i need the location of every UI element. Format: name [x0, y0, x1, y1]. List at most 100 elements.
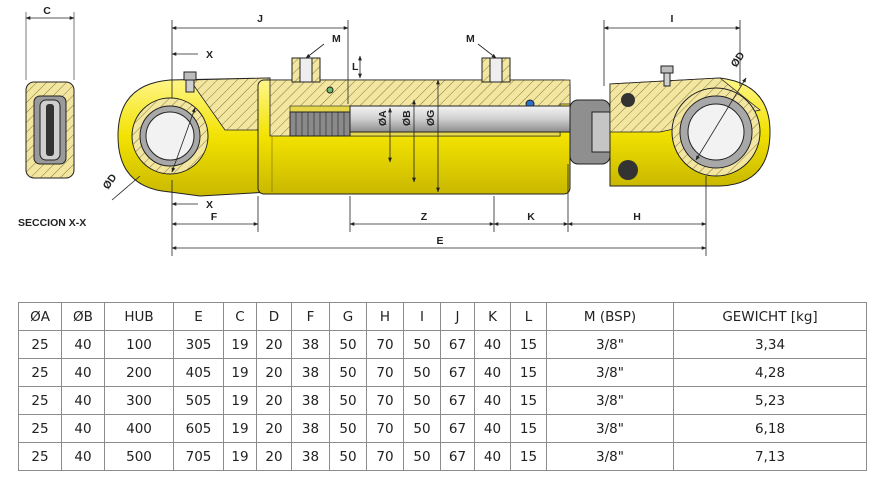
- cell-j: 67: [440, 442, 475, 471]
- col-header-j: J: [440, 302, 475, 331]
- dim-c-label: C: [43, 5, 51, 17]
- cell-l: 15: [510, 414, 547, 443]
- cell-i: 50: [403, 358, 441, 387]
- cell-k: 40: [474, 414, 511, 443]
- cell-e: 405: [173, 358, 224, 387]
- cell-c: 19: [223, 442, 257, 471]
- spec-table: ØA ØB HUB E C D F G H I J K L M (BSP) GE…: [18, 302, 867, 471]
- dim-g-label: ØG: [425, 110, 437, 126]
- cell-e: 605: [173, 414, 224, 443]
- col-header-i: I: [403, 302, 441, 331]
- cell-g: 50: [329, 414, 367, 443]
- cell-d: 20: [256, 442, 292, 471]
- cell-e: 505: [173, 386, 224, 415]
- cell-hub: 300: [104, 386, 174, 415]
- cell-f: 38: [291, 386, 330, 415]
- cell-dia-a: 25: [18, 330, 62, 359]
- col-header-c: C: [223, 302, 257, 331]
- cell-hub: 200: [104, 358, 174, 387]
- dim-d-left-label: ØD: [101, 172, 120, 192]
- dimension-lines: [171, 20, 741, 256]
- cell-e: 705: [173, 442, 224, 471]
- dim-m-right-label: M: [466, 33, 475, 45]
- cell-c: 19: [223, 330, 257, 359]
- cell-dia-b: 40: [61, 330, 105, 359]
- dim-z-label: Z: [421, 211, 428, 223]
- cell-h: 70: [366, 442, 404, 471]
- section-view: C SECCION X-X: [18, 5, 86, 229]
- cell-k: 40: [474, 386, 511, 415]
- cell-l: 15: [510, 358, 547, 387]
- col-header-dia-a: ØA: [18, 302, 62, 331]
- cell-c: 19: [223, 358, 257, 387]
- col-header-d: D: [256, 302, 292, 331]
- cell-j: 67: [440, 358, 475, 387]
- cell-weight: 6,18: [673, 414, 867, 443]
- col-header-l: L: [510, 302, 547, 331]
- cell-dia-a: 25: [18, 442, 62, 471]
- cell-m-bsp: 3/8": [546, 414, 674, 443]
- section-x-top-label: X: [206, 49, 213, 61]
- cell-dia-b: 40: [61, 358, 105, 387]
- cell-j: 67: [440, 330, 475, 359]
- cell-g: 50: [329, 330, 367, 359]
- col-header-m-bsp: M (BSP): [546, 302, 674, 331]
- cell-dia-a: 25: [18, 386, 62, 415]
- cell-hub: 500: [104, 442, 174, 471]
- cell-c: 19: [223, 414, 257, 443]
- cell-e: 305: [173, 330, 224, 359]
- dim-l-label: L: [352, 61, 359, 73]
- cell-g: 50: [329, 442, 367, 471]
- cell-f: 38: [291, 330, 330, 359]
- cell-i: 50: [403, 330, 441, 359]
- cylinder-drawing: C SECCION X-X ØD: [18, 5, 771, 256]
- cell-weight: 5,23: [673, 386, 867, 415]
- cell-d: 20: [256, 386, 292, 415]
- cell-f: 38: [291, 414, 330, 443]
- cell-i: 50: [403, 414, 441, 443]
- col-header-weight: GEWICHT [kg]: [673, 302, 867, 331]
- cell-l: 15: [510, 386, 547, 415]
- col-header-dia-b: ØB: [61, 302, 105, 331]
- cell-weight: 3,34: [673, 330, 867, 359]
- dim-a-label: ØA: [377, 110, 389, 126]
- cell-dia-b: 40: [61, 386, 105, 415]
- cell-d: 20: [256, 358, 292, 387]
- cell-hub: 400: [104, 414, 174, 443]
- left-eye: ØD: [101, 71, 271, 201]
- cell-h: 70: [366, 386, 404, 415]
- cell-hub: 100: [104, 330, 174, 359]
- cell-weight: 7,13: [673, 442, 867, 471]
- dim-k-label: K: [527, 211, 535, 223]
- dim-j-label: J: [257, 13, 263, 25]
- cell-weight: 4,28: [673, 358, 867, 387]
- cell-m-bsp: 3/8": [546, 442, 674, 471]
- cell-dia-b: 40: [61, 442, 105, 471]
- cell-i: 50: [403, 442, 441, 471]
- col-header-g: G: [329, 302, 367, 331]
- dim-d-right-label: ØD: [729, 50, 748, 70]
- cell-d: 20: [256, 414, 292, 443]
- cell-k: 40: [474, 358, 511, 387]
- dim-h-label: H: [633, 211, 641, 223]
- cell-j: 67: [440, 414, 475, 443]
- cell-g: 50: [329, 386, 367, 415]
- dim-f-label: F: [211, 211, 218, 223]
- dim-b-label: ØB: [401, 110, 413, 126]
- cell-i: 50: [403, 386, 441, 415]
- cell-f: 38: [291, 358, 330, 387]
- cell-d: 20: [256, 330, 292, 359]
- cell-h: 70: [366, 330, 404, 359]
- cell-c: 19: [223, 386, 257, 415]
- col-header-hub: HUB: [104, 302, 174, 331]
- cell-dia-a: 25: [18, 358, 62, 387]
- cell-j: 67: [440, 386, 475, 415]
- cell-h: 70: [366, 414, 404, 443]
- right-eye: ØD: [609, 50, 771, 187]
- col-header-f: F: [291, 302, 330, 331]
- cell-dia-a: 25: [18, 414, 62, 443]
